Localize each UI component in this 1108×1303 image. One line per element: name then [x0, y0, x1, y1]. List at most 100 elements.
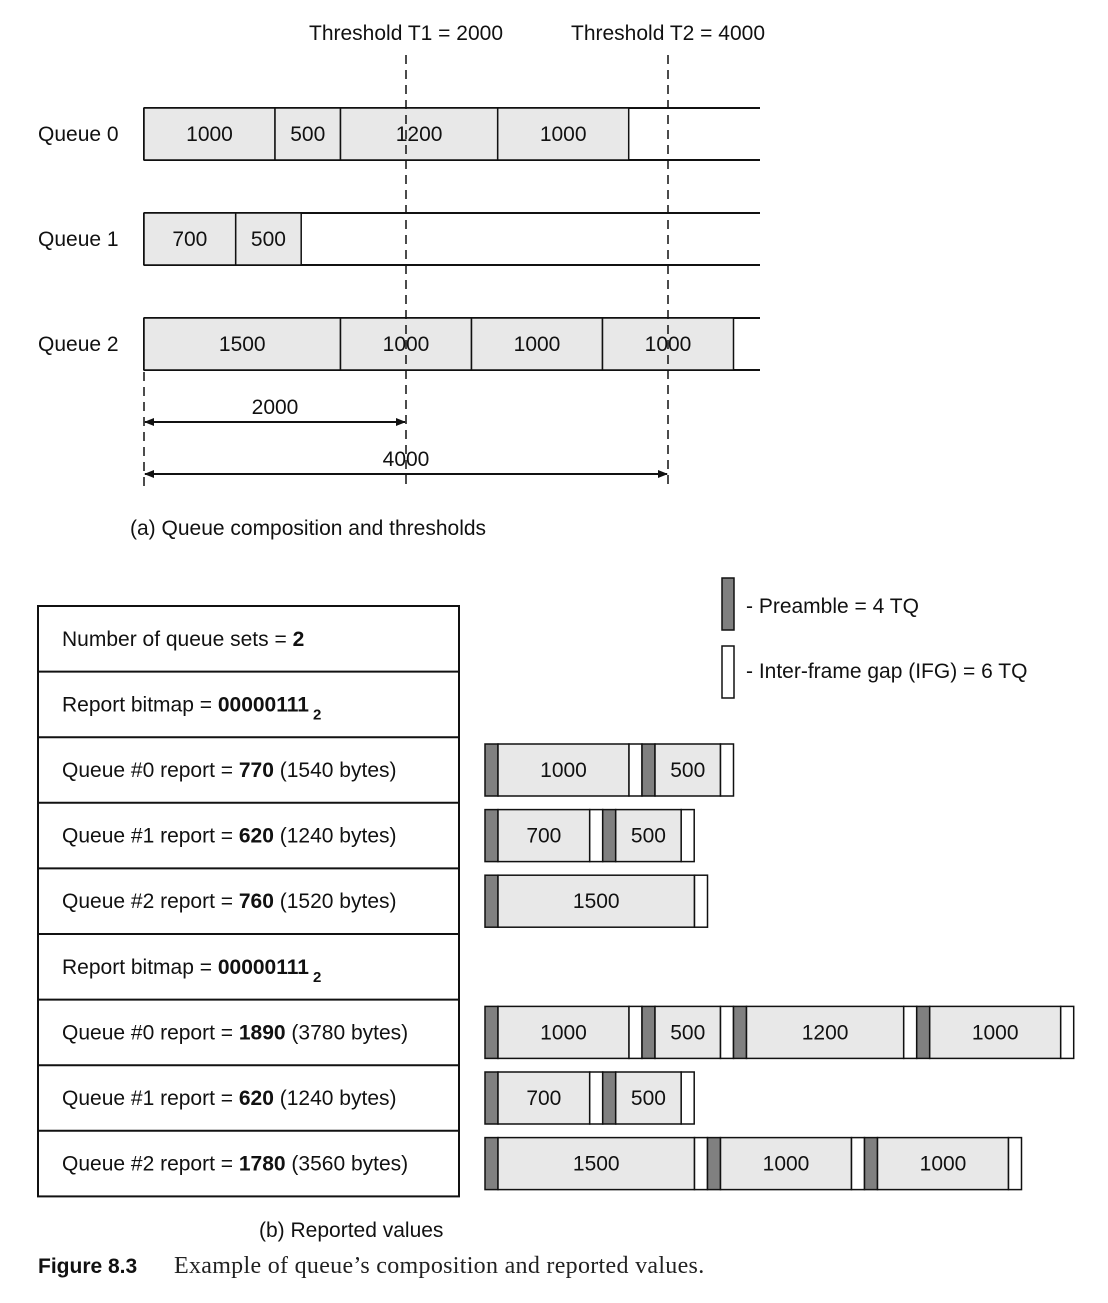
row-text-pre: Queue #2 report =: [62, 1153, 239, 1176]
row-text: Queue #2 report = 760 (1520 bytes): [62, 890, 397, 913]
preamble-block: [732, 1005, 748, 1060]
legend-ifg-swatch: [721, 645, 735, 699]
queue-frame-label: 700: [172, 228, 207, 251]
ifg-block: [588, 1071, 604, 1125]
row-text-post: (1240 bytes): [274, 1087, 397, 1110]
preamble-block: [484, 743, 499, 797]
frame-block-label: 500: [670, 1021, 705, 1044]
threshold-label: Threshold T1 = 2000: [309, 22, 503, 45]
dimension-2000: 2000: [144, 396, 406, 426]
row-text-post: (1520 bytes): [274, 890, 397, 913]
frame-block-label: 700: [526, 825, 561, 848]
legend-ifg-label: - Inter-frame gap (IFG) = 6 TQ: [746, 660, 1027, 683]
ifg-block: [1007, 1136, 1023, 1191]
preamble-block: [601, 808, 617, 863]
frame-block: [497, 1136, 696, 1191]
frame-block: [614, 1071, 682, 1125]
ifg-block: [850, 1136, 866, 1191]
row-text-value: 620: [239, 825, 274, 848]
preamble-block: [484, 808, 499, 863]
figure-number: Figure 8.3: [38, 1255, 137, 1278]
frame-block-label: 500: [670, 759, 705, 782]
row-text: Queue #1 report = 620 (1240 bytes): [62, 1087, 397, 1110]
row-text-value: 1890: [239, 1021, 286, 1044]
reported-frame-row: 1500: [484, 874, 709, 928]
frame-block-label: 1000: [972, 1021, 1019, 1044]
table-row: Number of queue sets = 2: [62, 628, 304, 651]
row-text: Queue #2 report = 1780 (3560 bytes): [62, 1153, 408, 1176]
queue-frame: [274, 107, 342, 161]
row-text-pre: Queue #0 report =: [62, 759, 239, 782]
queue-label: Queue 2: [38, 333, 119, 356]
threshold-1: Threshold T1 = 2000: [309, 22, 503, 490]
row-text-value: 620: [239, 1087, 274, 1110]
queue-frame-label: 1200: [396, 123, 443, 146]
reported-frame-row: 700 500: [484, 1071, 695, 1125]
row-text-value: 1780: [239, 1153, 286, 1176]
row-text-value: 2: [293, 628, 305, 651]
figure-caption: Example of queue’s composition and repor…: [174, 1253, 705, 1279]
frame-block: [497, 808, 591, 863]
legend-preamble-swatch: [721, 577, 735, 631]
preamble-block: [484, 1136, 499, 1191]
queue-frame-label: 500: [290, 123, 325, 146]
preamble-block: [484, 874, 499, 928]
preamble-block: [915, 1005, 931, 1060]
queue-frame: [496, 107, 630, 161]
row-text-subscript: 2: [313, 706, 321, 723]
row-text-post: (3780 bytes): [286, 1021, 409, 1044]
row-text-post: (1240 bytes): [274, 825, 397, 848]
row-text: Queue #1 report = 620 (1240 bytes): [62, 825, 397, 848]
table-border: [37, 605, 460, 1198]
frame-block-label: 700: [526, 1087, 561, 1110]
dimension-lines: 2000 4000: [143, 372, 668, 490]
queue-frame-label: 500: [251, 228, 286, 251]
table-row: Queue #0 report = 770 (1540 bytes): [38, 736, 459, 782]
frame-block-label: 500: [631, 1087, 666, 1110]
frame-block: [745, 1005, 905, 1060]
frame-block: [928, 1005, 1062, 1060]
legend: - Preamble = 4 TQ - Inter-frame gap (IFG…: [721, 577, 1027, 699]
row-text: Queue #0 report = 1890 (3780 bytes): [62, 1021, 408, 1044]
queue-frame-label: 1000: [514, 333, 561, 356]
row-text-value: 00000111: [218, 693, 309, 716]
frame-block-label: 1200: [802, 1021, 849, 1044]
row-text-post: (3560 bytes): [286, 1153, 409, 1176]
row-text-pre: Queue #0 report =: [62, 1021, 239, 1044]
queue-label: Queue 1: [38, 228, 119, 251]
row-text-pre: Number of queue sets =: [62, 628, 293, 651]
preamble-block: [601, 1071, 617, 1125]
queue-frame: [339, 107, 499, 161]
row-text-value: 770: [239, 759, 274, 782]
frame-block-label: 500: [631, 825, 666, 848]
queue-frame-label: 1500: [219, 333, 266, 356]
queue-frame: [143, 317, 342, 371]
dimension-label: 4000: [383, 448, 430, 471]
preamble-block: [863, 1136, 879, 1191]
dimension-label: 2000: [252, 396, 299, 419]
table-row: Queue #0 report = 1890 (3780 bytes): [38, 998, 459, 1044]
preamble-block: [706, 1136, 722, 1191]
table-row: Queue #2 report = 760 (1520 bytes): [38, 867, 459, 913]
ifg-block: [719, 1005, 735, 1060]
queue-1: Queue 1 700 500: [38, 212, 760, 266]
ifg-block: [628, 743, 643, 797]
ifg-block: [693, 1136, 709, 1191]
frame-block-label: 1000: [540, 1021, 587, 1044]
frame-block: [654, 743, 722, 797]
dimension-4000: 4000: [144, 448, 668, 478]
row-text-pre: Queue #2 report =: [62, 890, 239, 913]
row-text-post: (1540 bytes): [274, 759, 397, 782]
ifg-block: [680, 1071, 695, 1125]
preamble-block: [484, 1071, 499, 1125]
